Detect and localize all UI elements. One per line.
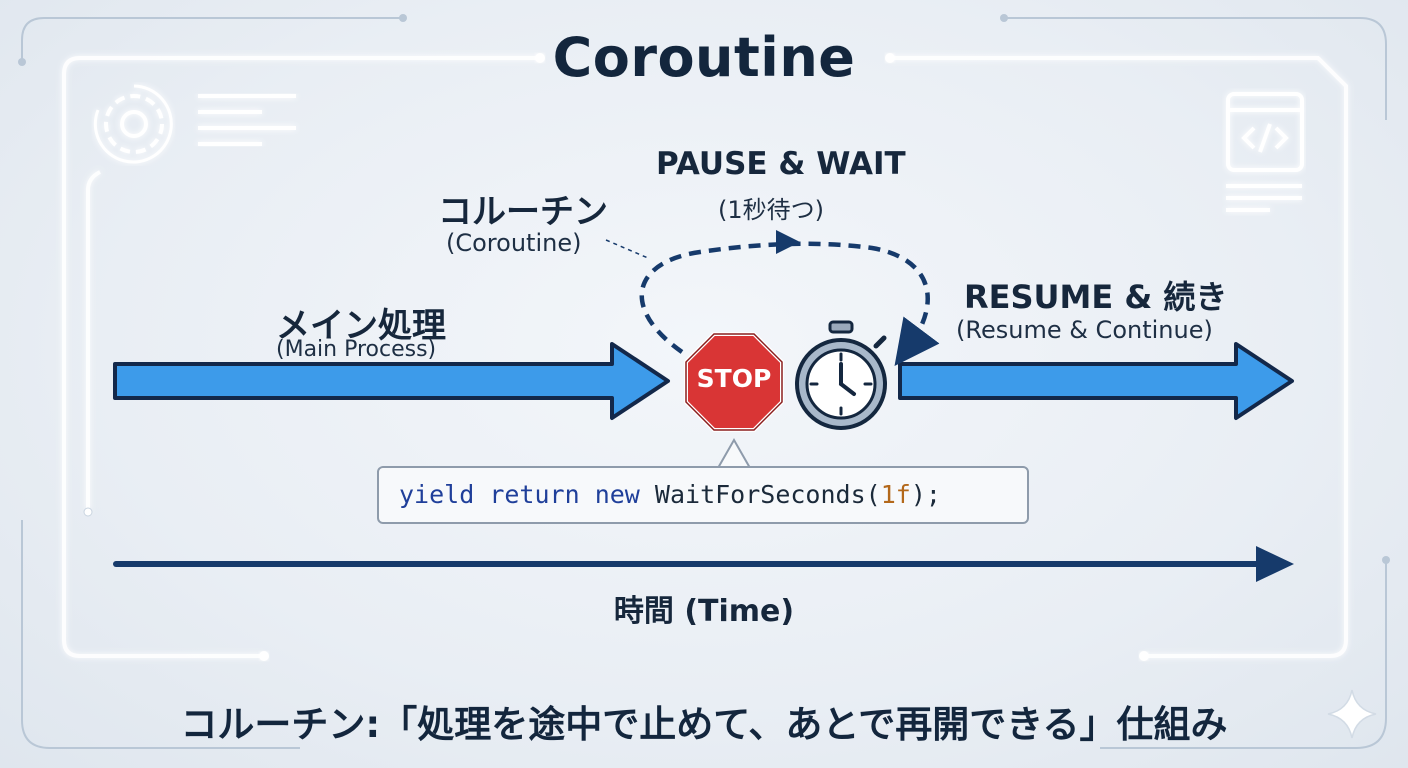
inner-glow-frame — [62, 56, 1348, 658]
coroutine-label-jp: コルーチン — [438, 192, 608, 232]
loop-direction-arrowhead — [776, 230, 800, 254]
coroutine-label-en: (Coroutine) — [446, 229, 582, 257]
frame-node — [1000, 14, 1008, 22]
sparkle-icon — [1327, 689, 1377, 739]
code-function: WaitForSeconds( — [654, 480, 881, 509]
code-number: 1f — [880, 480, 911, 509]
main-process-arrow — [113, 342, 670, 420]
frame-node — [259, 651, 269, 661]
coroutine-loop-path — [639, 241, 940, 367]
code-snippet-box: yield return new WaitForSeconds(1f); — [377, 466, 1029, 524]
resume-label-en: RESUME & 続き — [964, 278, 1228, 316]
pause-label-jp: (1秒待つ) — [718, 196, 824, 224]
frame-node — [535, 53, 545, 63]
code-window-icon — [1226, 92, 1304, 212]
time-axis-label: 時間 (Time) — [613, 594, 795, 629]
frame-node — [1139, 651, 1149, 661]
resume-label-sub: (Resume & Continue) — [956, 316, 1213, 344]
frame-node — [885, 53, 895, 63]
coroutine-label-leader — [605, 239, 649, 259]
main-process-label-jp: メイン処理 — [276, 306, 446, 346]
stop-sign-icon — [684, 332, 784, 432]
time-axis-arrowhead — [1256, 546, 1294, 582]
code-close: ); — [910, 480, 941, 509]
stop-sign-text: STOP — [696, 364, 772, 393]
code-callout-pointer — [717, 437, 751, 469]
frame-node — [18, 58, 26, 66]
pause-label-en: PAUSE & WAIT — [656, 146, 906, 182]
stopwatch-icon — [795, 320, 887, 430]
resume-arrow — [898, 342, 1294, 420]
frame-node — [399, 14, 407, 22]
code-keyword-return: return — [489, 480, 580, 509]
code-keyword-yield: yield — [399, 480, 475, 509]
frame-node — [83, 507, 93, 517]
gear-icon — [93, 84, 173, 164]
diagram-title: Coroutine — [552, 26, 856, 89]
main-process-label-en: (Main Process) — [276, 337, 437, 362]
bottom-caption: コルーチン:「処理を途中で止めて、あとで再開できる」仕組み — [180, 703, 1228, 746]
outer-frame — [21, 17, 1387, 749]
decorative-lines — [198, 94, 296, 146]
frame-node — [1382, 556, 1390, 564]
code-keyword-new: new — [594, 480, 640, 509]
